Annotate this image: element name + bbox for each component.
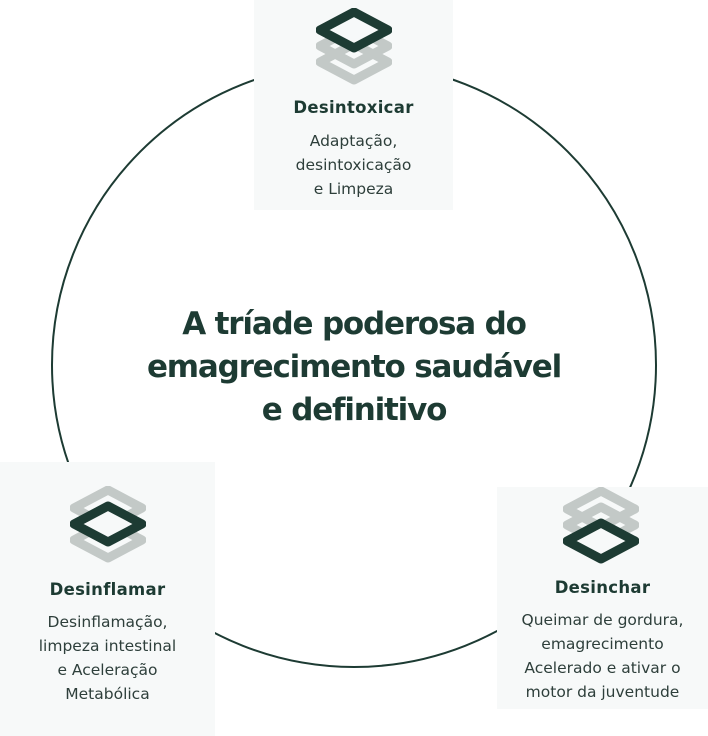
description-line: Adaptação, xyxy=(309,132,398,150)
stage-description: Adaptação, desintoxicação e Limpeza xyxy=(254,129,453,201)
description-line: e Aceleração xyxy=(57,661,158,679)
stage-description: Desinflamação, limpeza intestinal e Acel… xyxy=(0,610,215,706)
description-line: Acelerado e ativar o xyxy=(524,659,681,677)
description-line: motor da juventude xyxy=(525,683,680,701)
title-line: emagrecimento saudável xyxy=(146,349,562,385)
diagram-title: A tríade poderosa do emagrecimento saudá… xyxy=(124,303,584,432)
stage-description: Queimar de gordura, emagrecimento Aceler… xyxy=(497,608,708,704)
stage-name: Desinchar xyxy=(554,578,651,597)
description-line: emagrecimento xyxy=(541,635,664,653)
description-line: Metabólica xyxy=(65,685,150,703)
description-line: limpeza intestinal xyxy=(38,637,177,655)
stage-card-desinflamar: Desinflamar Desinflamação, limpeza intes… xyxy=(0,462,215,736)
stage-name: Desintoxicar xyxy=(293,98,414,117)
description-line: e Limpeza xyxy=(313,180,394,198)
stage-card-desintoxicar: Desintoxicar Adaptação, desintoxicação e… xyxy=(254,0,453,210)
description-line: Queimar de gordura, xyxy=(521,611,684,629)
layers-icon xyxy=(70,486,146,563)
layers-icon xyxy=(316,8,392,85)
title-line: e definitivo xyxy=(261,392,448,428)
title-line: A tríade poderosa do xyxy=(182,306,527,342)
stage-card-desinchar: Desinchar Queimar de gordura, emagrecime… xyxy=(497,487,708,709)
description-line: desintoxicação xyxy=(295,156,412,174)
stage-name: Desinflamar xyxy=(49,580,166,599)
layers-icon xyxy=(563,487,639,564)
description-line: Desinflamação, xyxy=(47,613,168,631)
